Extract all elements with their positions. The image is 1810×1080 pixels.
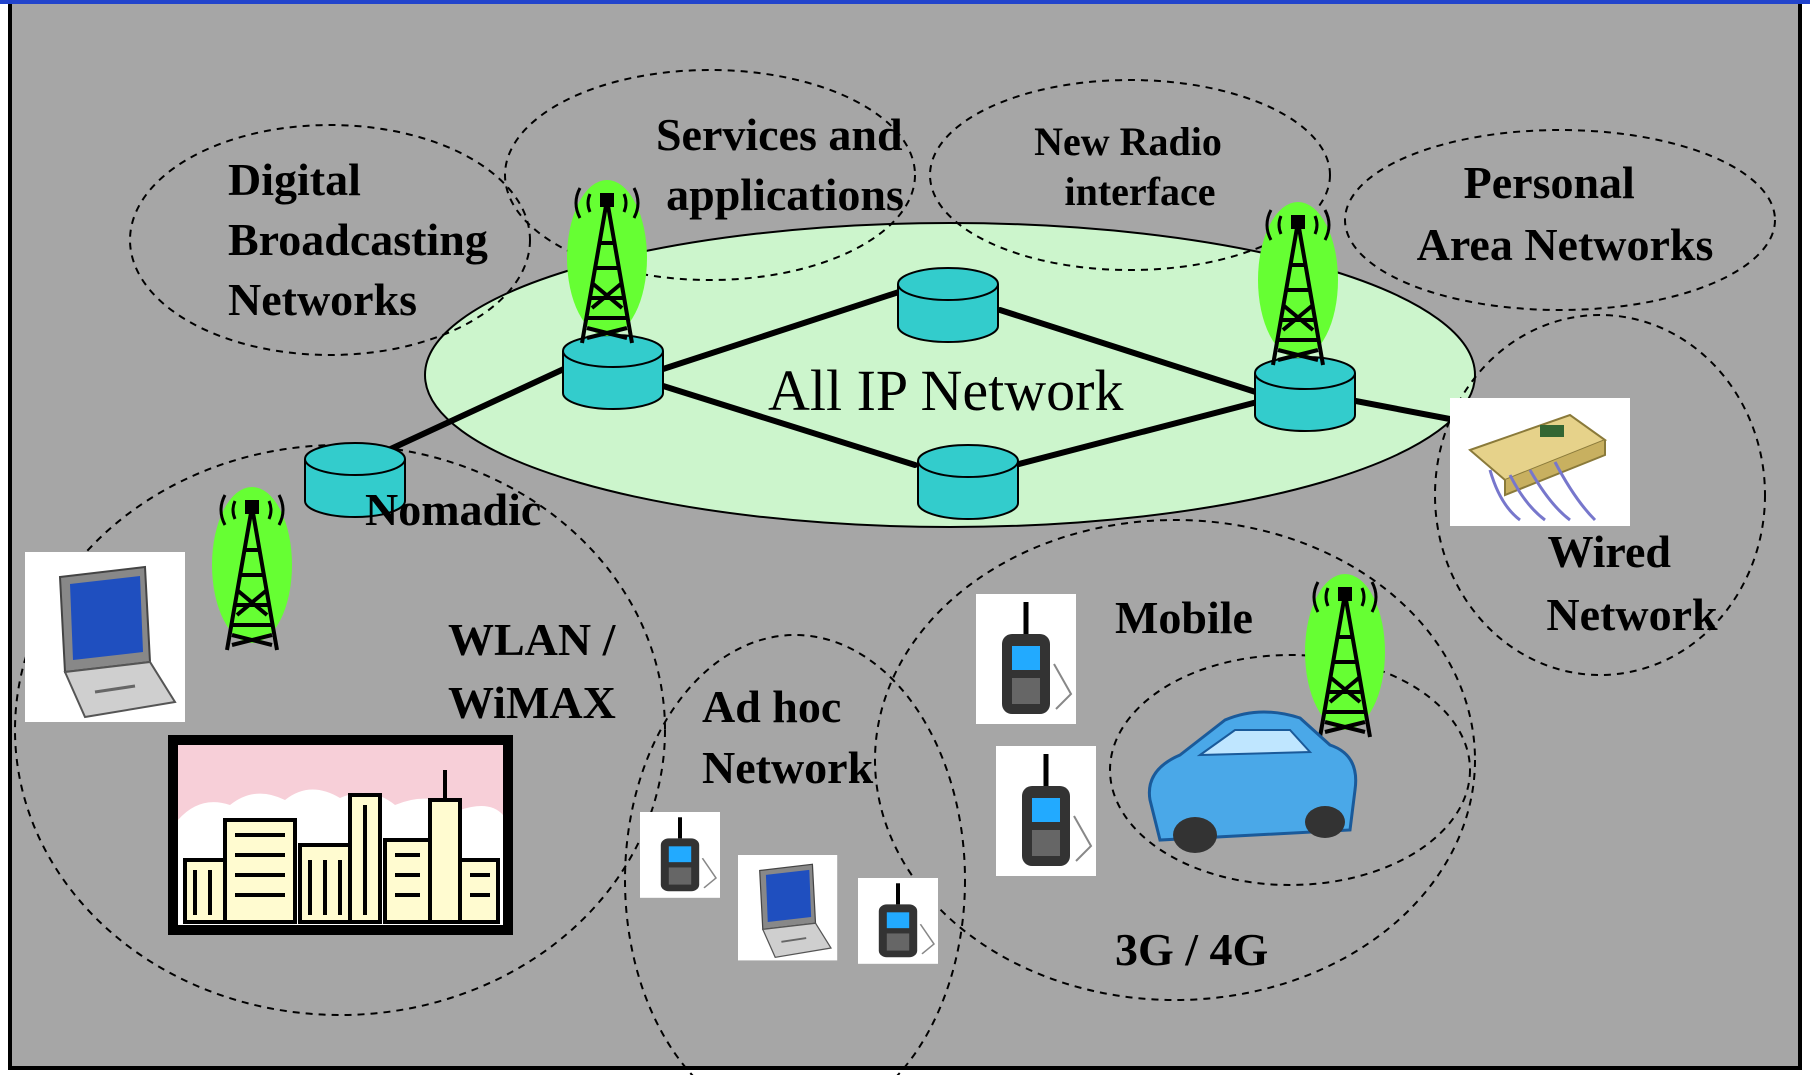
phone-mobile-bottom <box>996 746 1096 876</box>
link-core-top-left <box>657 287 908 373</box>
personal-area-cloud <box>1344 129 1776 311</box>
label-new-radio: New Radio interface <box>1034 119 1232 214</box>
label-digital-broadcasting: Digital Broadcasting Networks <box>228 154 499 325</box>
cellular-cloud <box>1109 654 1471 886</box>
label-services: Services and applications <box>656 109 914 220</box>
new-radio-cloud <box>929 79 1331 271</box>
adhoc-cloud <box>624 634 966 1080</box>
wired-router-image <box>1450 398 1630 526</box>
car-image <box>1147 710 1358 853</box>
label-adhoc-network: Ad hoc Network <box>702 681 874 793</box>
digital-broadcasting-cloud <box>129 124 531 356</box>
label-wlan-wimax: WLAN / WiMAX <box>448 614 627 728</box>
link-core-bottom-right <box>1012 397 1268 468</box>
phone-adhoc-right <box>858 878 938 964</box>
link-core-top-right <box>997 307 1268 398</box>
label-personal-area: Personal Area Networks <box>1417 157 1714 270</box>
link-core-bottom-left <box>657 382 918 468</box>
city-skyline-image <box>168 735 513 935</box>
label-all-ip-network: All IP Network <box>768 358 1123 423</box>
wlan-wimax-cloud <box>14 444 666 1016</box>
mobile-cloud <box>874 519 1476 1001</box>
router-core-right <box>1254 356 1356 432</box>
laptop-adhoc <box>737 854 839 962</box>
link-wired <box>1337 395 1458 423</box>
label-3g-4g: 3G / 4G <box>1115 924 1268 975</box>
router-core-left <box>562 334 664 410</box>
router-core-bottom <box>917 444 1019 520</box>
label-mobile: Mobile <box>1115 592 1253 643</box>
services-cloud <box>504 69 916 281</box>
phone-mobile-top <box>976 594 1076 724</box>
wired-network-cloud <box>1434 314 1766 676</box>
router-core-top <box>897 267 999 343</box>
all-ip-network-cloud <box>424 222 1476 528</box>
laptop-wlan <box>23 550 187 724</box>
label-nomadic: Nomadic <box>365 484 541 535</box>
phone-adhoc-left <box>640 812 720 898</box>
label-wired-network: Wired Network <box>1546 526 1718 640</box>
